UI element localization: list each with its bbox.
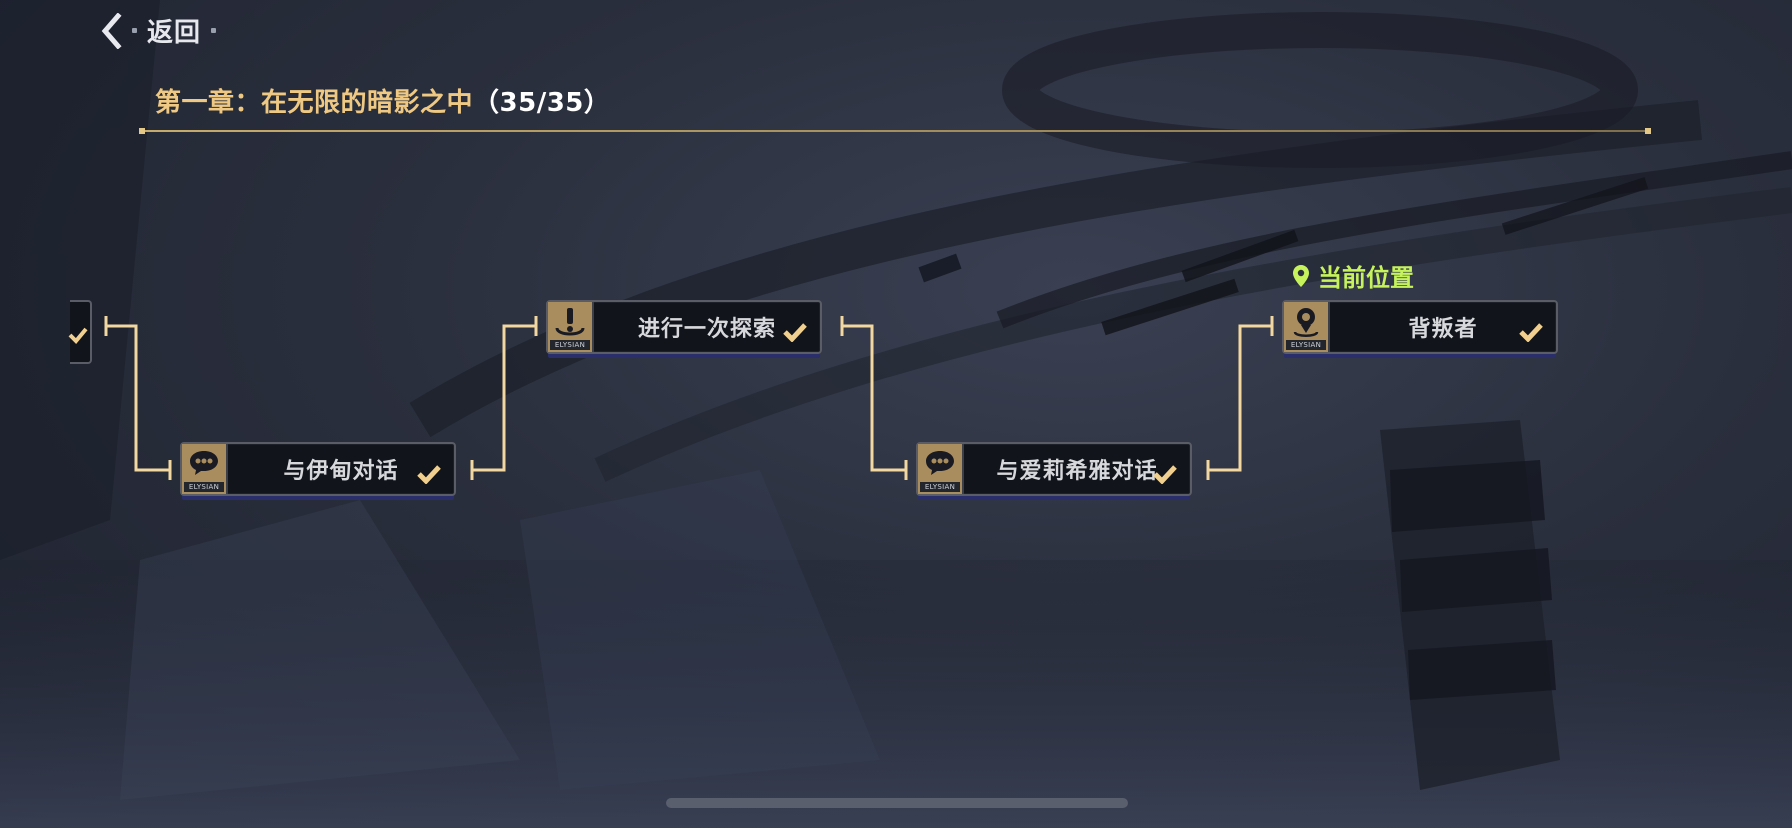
check-icon	[68, 327, 88, 344]
location-pin-icon	[1293, 264, 1309, 287]
quest-node-label: 与伊甸对话	[283, 459, 399, 484]
quest-node-traitor[interactable]: ELYSIAN 背叛者	[1282, 300, 1558, 354]
quest-node-icon-box: ELYSIAN	[918, 444, 964, 494]
brand-tag: ELYSIAN	[920, 482, 960, 492]
quest-node-eden-talk[interactable]: ELYSIAN 与伊甸对话	[180, 442, 456, 496]
quest-node-icon-box: ELYSIAN	[182, 444, 228, 494]
current-position-label: 当前位置	[1318, 264, 1414, 292]
back-label: 返回	[147, 18, 202, 48]
header: 返回 第一章：在无限的暗影之中（35/35）	[0, 0, 1792, 150]
check-icon	[783, 323, 807, 342]
title-divider	[139, 128, 1651, 134]
previous-quest-node[interactable]	[68, 300, 92, 364]
chapter-name: 第一章：在无限的暗影之中	[155, 88, 474, 118]
quest-node-label: 进行一次探索	[637, 317, 776, 342]
quest-node-icon-box: ELYSIAN	[1284, 302, 1330, 352]
chat-bubble-icon	[926, 451, 954, 475]
brand-tag: ELYSIAN	[184, 482, 224, 492]
quest-node-icon-box: ELYSIAN	[548, 302, 594, 352]
quest-node-label: 背叛者	[1408, 317, 1478, 342]
chevron-left-icon	[101, 12, 122, 49]
current-position-marker: 当前位置	[1292, 258, 1414, 293]
chapter-progress: （35/35）	[473, 88, 611, 118]
check-icon	[417, 465, 441, 484]
map-pin-icon	[1293, 308, 1319, 337]
check-icon	[1519, 323, 1543, 342]
exclamation-explore-icon	[555, 308, 585, 336]
brand-tag: ELYSIAN	[1286, 340, 1326, 350]
chat-bubble-icon	[190, 451, 218, 475]
quest-node-elysia-talk[interactable]: ELYSIAN 与爱莉希雅对话	[916, 442, 1192, 496]
brand-tag: ELYSIAN	[550, 340, 590, 350]
quest-node-label: 与爱莉希雅对话	[996, 459, 1158, 484]
back-button[interactable]: 返回	[100, 12, 217, 49]
decor-dot	[211, 28, 217, 33]
home-indicator[interactable]	[666, 798, 1128, 808]
quest-node-explore[interactable]: ELYSIAN 进行一次探索	[546, 300, 822, 354]
decor-dot	[132, 28, 137, 33]
check-icon	[1153, 465, 1177, 484]
chapter-title: 第一章：在无限的暗影之中（35/35）	[155, 82, 610, 119]
